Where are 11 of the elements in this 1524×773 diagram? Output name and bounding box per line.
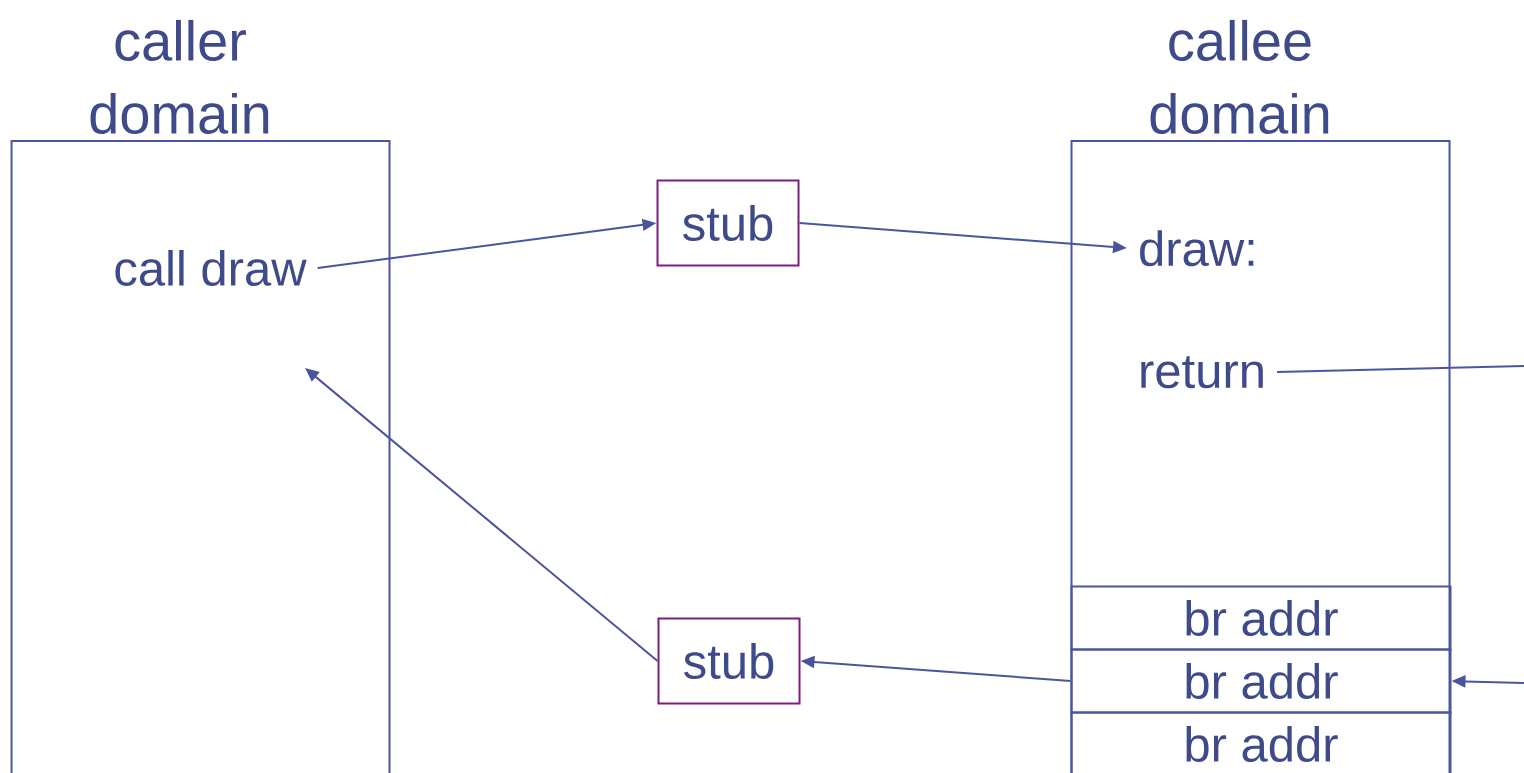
domain-heading: caller domain [90, 19, 269, 134]
code-label: draw: [1140, 230, 1254, 267]
table-cell: br addr [1070, 711, 1452, 773]
arrow [305, 368, 659, 662]
table-cell: br addr [1070, 648, 1452, 714]
domain-heading: callee domain [1150, 19, 1329, 134]
stub-box: stub [657, 617, 801, 705]
stub-box: stub [656, 179, 800, 267]
code-label: return [1141, 356, 1263, 389]
code-label: call draw [115, 250, 307, 286]
table-cell: br addr [1070, 585, 1452, 651]
